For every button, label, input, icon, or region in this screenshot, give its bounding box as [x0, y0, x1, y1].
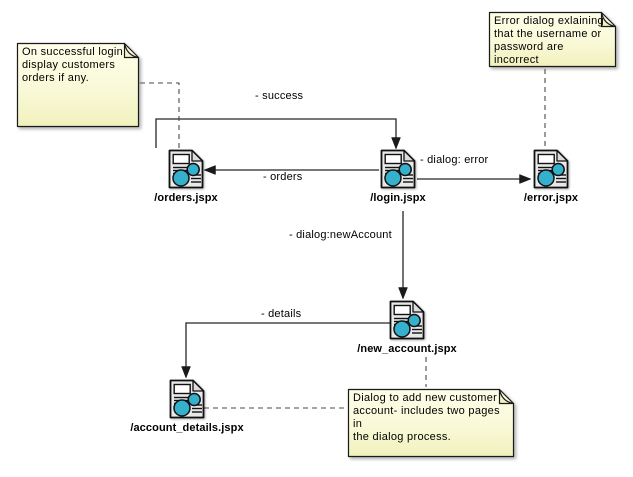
note-text: Dialog to add new customer account- incl… [353, 392, 500, 443]
transition-label-details[interactable]: - details [261, 308, 302, 320]
transition-details-line[interactable] [181, 322, 391, 379]
page-label-new-account: /new_account.jspx [357, 343, 457, 355]
transition-label-success[interactable]: - success [255, 90, 304, 102]
jsp-page-icon [169, 379, 205, 419]
transition-label-dialog-new-account[interactable]: - dialog:newAccount [289, 229, 392, 241]
transition-dialog-new-account-line[interactable] [398, 211, 408, 300]
transition-success-line[interactable] [155, 118, 401, 150]
page-node-login[interactable]: /login.jspx [338, 149, 458, 204]
transition-label-dialog-error[interactable]: - dialog: error [420, 154, 489, 166]
jsp-page-icon [168, 149, 204, 189]
page-label-login: /login.jspx [370, 192, 426, 204]
page-node-account-details[interactable]: /account_details.jspx [112, 379, 262, 434]
note-text: On successful login display customers or… [22, 46, 124, 84]
note-attachment-login [140, 82, 180, 149]
page-label-error: /error.jspx [523, 192, 579, 204]
transition-orders-line[interactable] [203, 165, 379, 175]
transition-label-orders[interactable]: - orders [263, 171, 303, 183]
note-new-account-dialog[interactable]: Dialog to add new customer account- incl… [347, 388, 515, 458]
page-label-account-details: /account_details.jspx [130, 422, 244, 434]
transition-dialog-error-line[interactable] [417, 174, 532, 184]
page-node-new-account[interactable]: /new_account.jspx [347, 300, 467, 355]
page-node-error[interactable]: /error.jspx [491, 149, 611, 204]
note-login-success[interactable]: On successful login display customers or… [16, 42, 140, 128]
page-node-orders[interactable]: /orders.jspx [126, 149, 246, 204]
note-text: Error dialog exlaining that the username… [494, 15, 604, 66]
jsp-page-icon [389, 300, 425, 340]
note-error-dialog[interactable]: Error dialog exlaining that the username… [488, 11, 617, 68]
jsp-page-icon [533, 149, 569, 189]
jsp-page-icon [380, 149, 416, 189]
page-label-orders: /orders.jspx [154, 192, 218, 204]
